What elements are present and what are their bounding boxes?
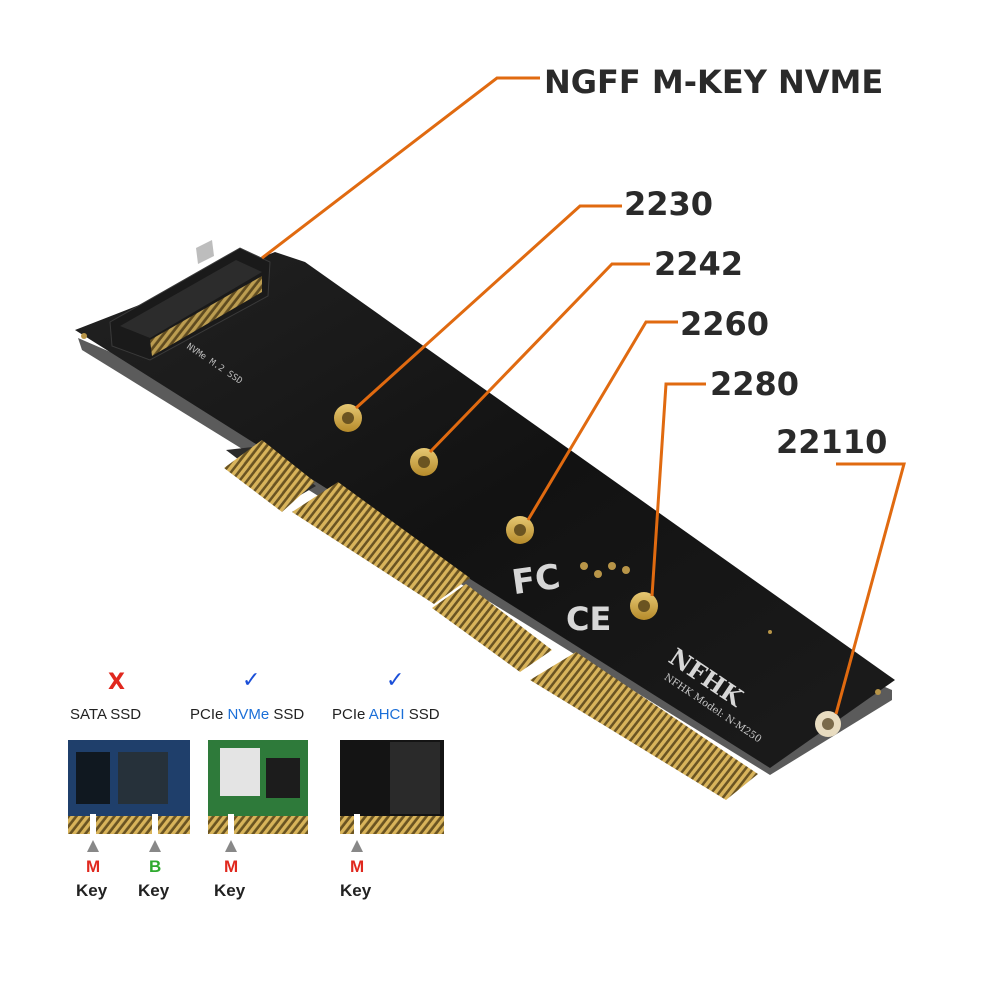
key-arrows <box>87 840 363 852</box>
callout-lines <box>261 76 906 715</box>
sata-b-key-word: Key <box>138 881 170 900</box>
callout-2230: 2230 <box>624 185 714 223</box>
compatible-check-icon: ✓ <box>386 668 405 693</box>
sata-m-key-word: Key <box>76 881 108 900</box>
incompatible-x-icon: X <box>108 670 125 695</box>
compatible-check-icon: ✓ <box>242 668 261 693</box>
sata-ssd-thumbnail <box>68 740 190 836</box>
sata-m-key-letter: M <box>86 857 101 876</box>
callout-2242: 2242 <box>654 245 744 283</box>
ce-logo: CE <box>566 600 612 638</box>
board-vias <box>81 333 881 695</box>
callout-2260: 2260 <box>680 305 770 343</box>
pcb-board <box>75 252 895 768</box>
ahci-ssd-thumbnail <box>340 740 444 836</box>
nvme-m-key-word: Key <box>214 881 246 900</box>
sata-b-key-letter: B <box>149 857 162 876</box>
mounting-holes <box>334 404 841 737</box>
m2-connector-slot <box>109 240 271 361</box>
ahci-m-key-letter: M <box>350 857 365 876</box>
nvme-ssd-caption: PCIe NVMe SSD <box>190 706 305 723</box>
ahci-m-key-word: Key <box>340 881 372 900</box>
sata-ssd-caption: SATA SSD <box>70 706 142 723</box>
ahci-ssd-caption: PCIe AHCI SSD <box>332 706 440 723</box>
callout-2280: 2280 <box>710 365 800 403</box>
callout-connector: NGFF M-KEY NVME <box>544 63 884 101</box>
callout-22110: 22110 <box>776 423 888 461</box>
pcie-edge-fingers <box>224 440 758 800</box>
nvme-m-key-letter: M <box>224 857 239 876</box>
nvme-ssd-thumbnail <box>208 740 308 836</box>
